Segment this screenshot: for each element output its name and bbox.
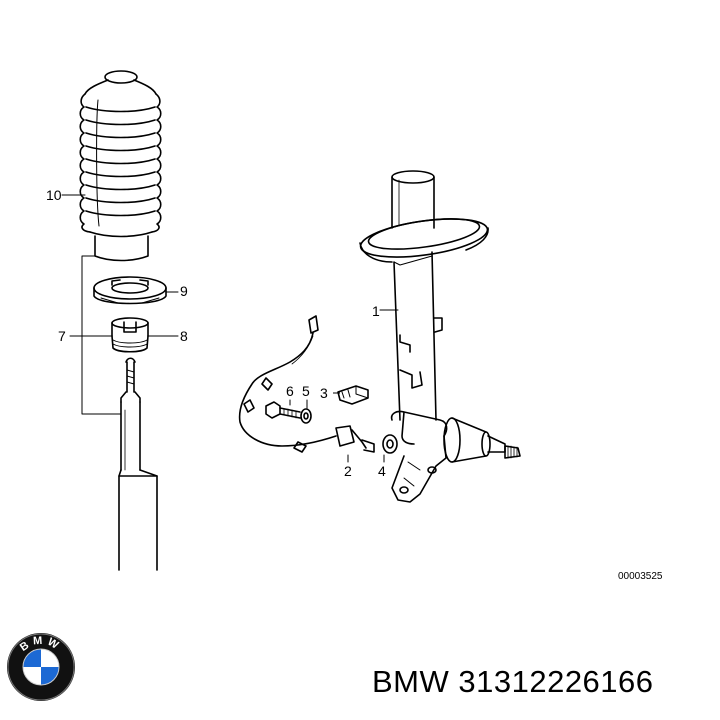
callout-10: 10 — [46, 187, 62, 203]
bmw-logo: BMW — [6, 632, 76, 702]
callout-2: 2 — [344, 463, 352, 479]
steering-knuckle — [390, 410, 521, 503]
callout-4: 4 — [378, 463, 386, 479]
callout-8: 8 — [180, 328, 188, 344]
support-ring-part-9 — [93, 276, 167, 305]
callout-7: 7 — [58, 328, 66, 344]
bump-stop-part-8 — [111, 317, 149, 353]
clamp-part-3 — [337, 385, 369, 405]
bolt-part-6 — [265, 399, 301, 419]
part-number-caption: BMW 31312226166 — [372, 664, 654, 699]
assembly-bracket-lines — [61, 194, 179, 415]
abs-sensor-cable-part-2 — [238, 315, 375, 463]
bellows-boot-part-10 — [79, 70, 162, 262]
exploded-parts-diagram: 10 9 7 8 1 6 5 3 2 4 — [46, 70, 521, 571]
callout-1: 1 — [372, 303, 380, 319]
washer-part-5 — [300, 399, 312, 424]
callout-9: 9 — [180, 283, 188, 299]
callout-3: 3 — [320, 385, 328, 401]
sensor-ring-part-4 — [382, 434, 398, 463]
drawing-id: 00003525 — [618, 571, 663, 582]
shock-absorber-rod — [118, 357, 158, 571]
callout-6: 6 — [286, 383, 294, 399]
callout-5: 5 — [302, 383, 310, 399]
strut-housing-part-1 — [359, 170, 489, 421]
